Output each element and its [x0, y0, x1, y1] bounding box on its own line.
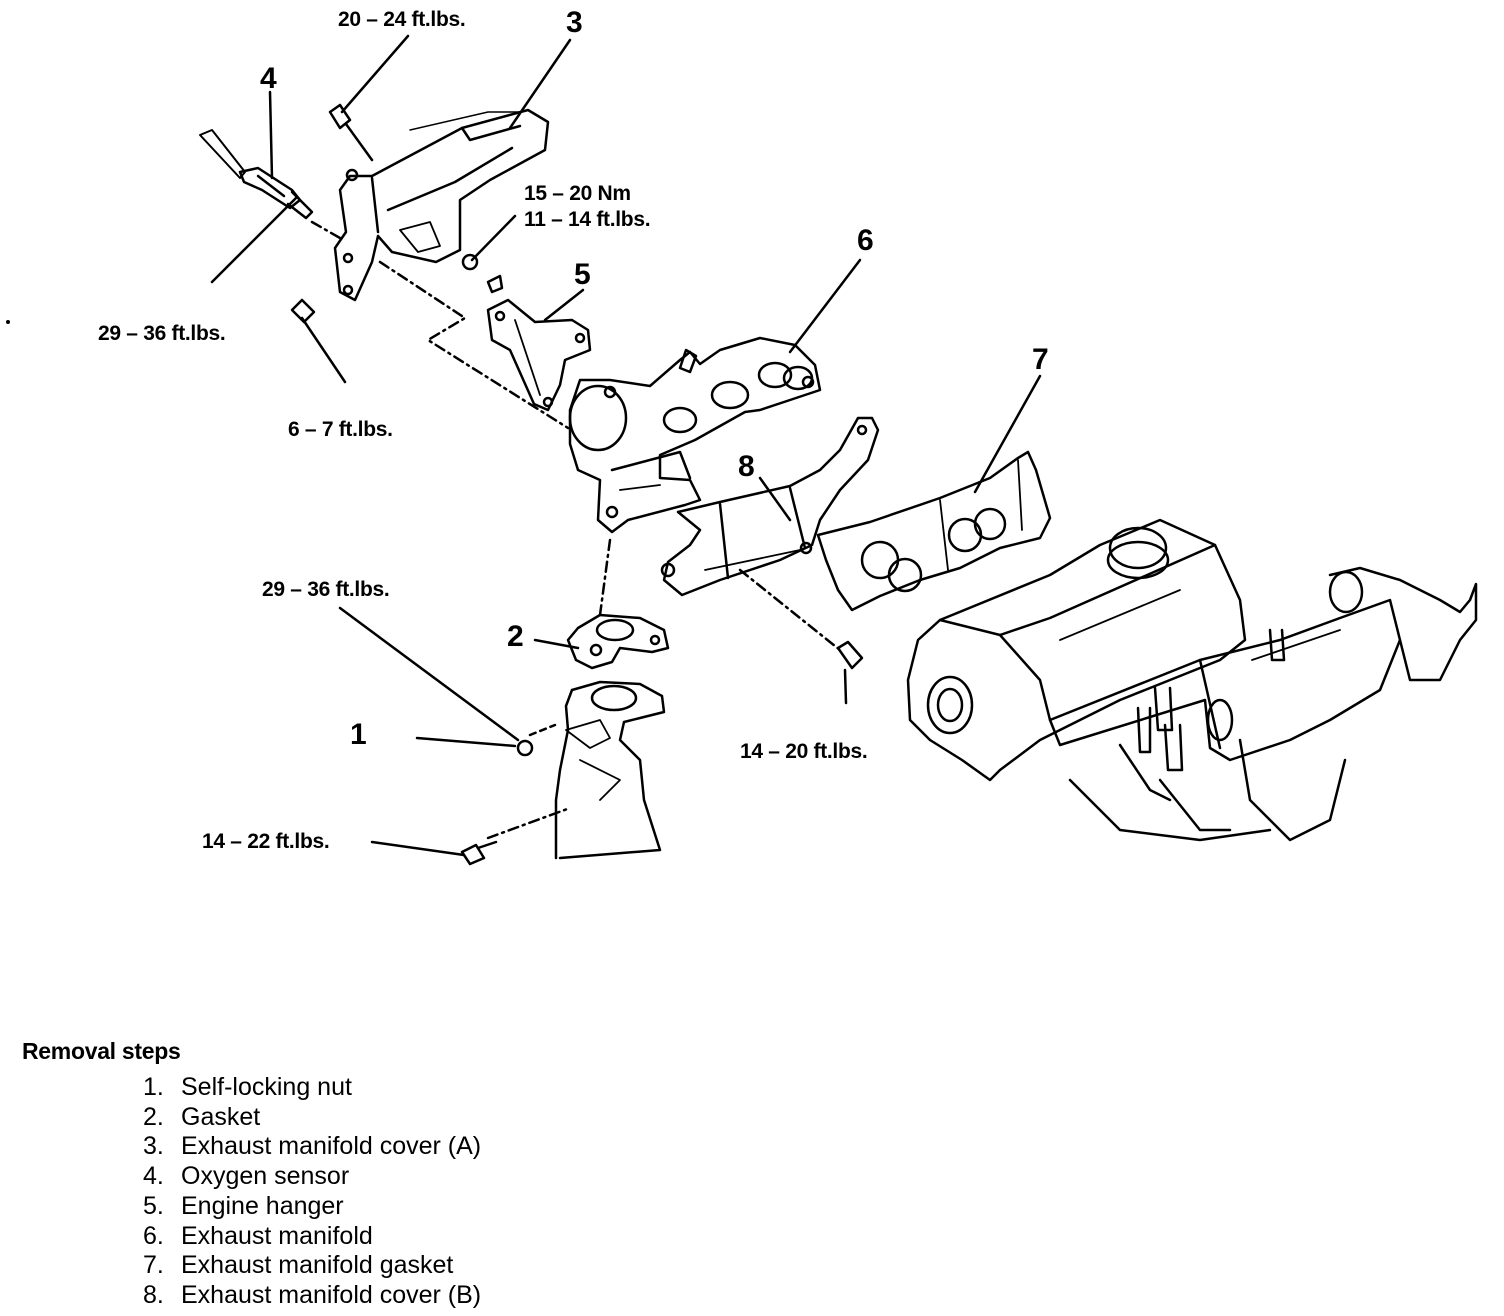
leader-5 — [543, 288, 585, 322]
step-number: 5. — [143, 1191, 164, 1220]
step-text: Gasket — [181, 1102, 261, 1131]
step-number: 7. — [143, 1251, 164, 1280]
step-item: 4. Oxygen sensor — [143, 1162, 922, 1192]
leader-6 — [788, 258, 862, 354]
callout-4: 4 — [260, 62, 277, 95]
step-text: Self-locking nut — [181, 1073, 352, 1101]
leader-8 — [758, 476, 792, 522]
torque-20-24: 20 – 24 ft.lbs. — [338, 8, 466, 31]
step-item: 3. Exhaust manifold cover (A) — [143, 1132, 922, 1162]
step-number: 2. — [143, 1102, 164, 1131]
step-text: Exhaust manifold gasket — [181, 1251, 454, 1280]
step-number: 8. — [143, 1280, 164, 1309]
callout-5: 5 — [574, 258, 591, 291]
callout-6: 6 — [857, 224, 874, 257]
step-item: 2. Gasket — [143, 1103, 922, 1133]
torque-29-36-upper: 29 – 36 ft.lbs. — [98, 322, 226, 345]
removal-steps-heading: Removal steps — [22, 1038, 181, 1064]
leader-29-36-upper — [210, 196, 298, 284]
removal-steps-list: 1. Self-locking nut 2. Gasket 3. Exhaust ma… — [22, 1073, 922, 1311]
leader-6-7 — [300, 316, 347, 384]
callout-8: 8 — [738, 450, 755, 483]
leader-14-22 — [370, 840, 466, 857]
step-number: 4. — [143, 1162, 164, 1191]
step-number: 3. — [143, 1132, 164, 1161]
step-text: Exhaust manifold cover (A) — [181, 1132, 482, 1161]
step-number: 1. — [143, 1073, 164, 1101]
exploded-view-diagram: 3 4 5 6 7 8 2 1 20 – 24 ft.lbs. 15 – 20 … — [6, 6, 1478, 866]
callout-1: 1 — [350, 718, 367, 751]
leader-1 — [415, 736, 517, 748]
diagram-artwork — [6, 34, 1478, 866]
step-item: 1. Self-locking nut — [143, 1073, 922, 1103]
callout-7: 7 — [1032, 343, 1049, 376]
callout-2: 2 — [507, 620, 524, 653]
step-item: 6. Exhaust manifold — [143, 1222, 922, 1252]
step-item: 5. Engine hanger — [143, 1192, 922, 1222]
step-text: Oxygen sensor — [181, 1162, 350, 1191]
callout-3: 3 — [566, 6, 583, 39]
step-text: Exhaust manifold — [181, 1221, 373, 1250]
step-text: Engine hanger — [181, 1191, 344, 1220]
torque-11-14: 11 – 14 ft.lbs. — [524, 208, 651, 231]
step-number: 6. — [143, 1221, 164, 1250]
leader-3 — [508, 38, 572, 130]
torque-15-20-nm: 15 – 20 Nm — [524, 182, 631, 205]
leader-11-14 — [470, 214, 517, 262]
step-item: 8. Exhaust manifold cover (B) — [143, 1281, 922, 1311]
removal-steps: Removal steps 1. Self-locking nut 2. Gaske… — [22, 1038, 922, 1311]
torque-29-36-lower: 29 – 36 ft.lbs. — [262, 578, 390, 601]
torque-14-22: 14 – 22 ft.lbs. — [202, 830, 330, 853]
leader-4 — [268, 90, 274, 180]
leader-29-36-lower — [338, 606, 520, 742]
leader-14-20 — [843, 668, 848, 705]
torque-14-20: 14 – 20 ft.lbs. — [740, 740, 868, 763]
step-text: Exhaust manifold cover (B) — [181, 1280, 482, 1309]
torque-6-7: 6 – 7 ft.lbs. — [288, 418, 393, 441]
leader-20-24 — [340, 34, 410, 114]
step-item: 7. Exhaust manifold gasket — [143, 1251, 922, 1281]
leader-7 — [973, 374, 1042, 494]
